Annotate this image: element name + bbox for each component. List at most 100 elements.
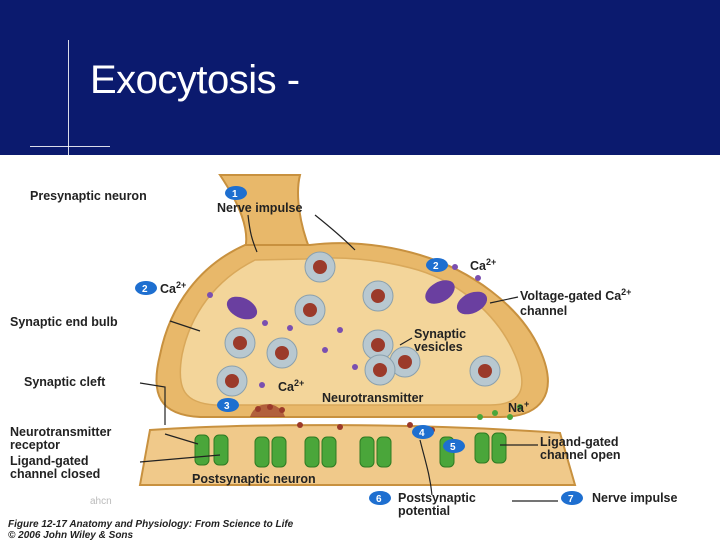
figure-copyright: © 2006 John Wiley & Sons [8,530,134,540]
na-dot [517,404,523,410]
slide-title: Exocytosis - [90,58,300,102]
leader-lg-closed [139,454,221,463]
voltage-gated-channel [425,280,455,304]
neurotransmitter-receptor [213,434,229,466]
ca-dot [287,325,293,331]
step-badge [412,425,434,439]
na-dot [492,410,498,416]
figure-caption: Figure 12-17 Anatomy and Physiology: Fro… [8,519,294,530]
neurotransmitter-dot [373,363,387,377]
neurotransmitter-receptor [321,436,337,468]
na-dot [507,414,513,420]
step-number: 5 [450,442,456,453]
neurotransmitter-receptor [271,436,287,468]
label-na: Na+ [508,399,529,415]
label-lg-open-2: channel open [540,448,621,462]
label-synaptic-vesicles-2: vesicles [414,340,463,354]
step-number: 1 [232,189,238,200]
label-synaptic-vesicles-1: Synaptic [414,327,466,341]
label-postsynaptic-potential-2: potential [398,504,450,518]
decorative-vertical-line [68,40,69,158]
neurotransmitter-dot [275,346,289,360]
ca-dot [207,292,213,298]
neurotransmitter-dot [279,407,285,413]
ca-dot [352,364,358,370]
sodium-ions [477,404,523,420]
label-voltage-gated-1: Voltage-gated Ca2+ [520,287,631,303]
diagram-area: 1 2 2 3 4 5 6 7 Presynaptic neuron Nerve… [0,155,720,541]
step-number: 3 [224,401,230,412]
label-ca-vesicle: Ca2+ [278,378,304,394]
neurotransmitter-dot [303,303,317,317]
voltage-gated-channel [456,291,488,315]
label-ca-right: Ca2+ [470,257,496,273]
label-postsynaptic-potential-1: Postsynaptic [398,491,476,505]
ca-dot [262,320,268,326]
ca-dot [259,382,265,388]
watermark-text: ahcn [90,496,112,507]
step-badges: 1 2 2 3 4 5 6 7 [135,186,583,505]
label-nerve-impulse-7: Nerve impulse [592,491,678,505]
neurotransmitter-receptor [359,436,375,468]
step-number: 6 [376,494,382,505]
label-lg-closed-2: channel closed [10,467,100,481]
neurotransmitter-dot [297,422,303,428]
label-synaptic-cleft: Synaptic cleft [24,375,106,389]
neurotransmitter-dot [371,289,385,303]
step-badge [369,491,391,505]
leader-voltage-gated [489,296,519,304]
leader-lines [139,214,558,502]
step-number: 4 [419,428,425,439]
arrow-nerve-impulse [247,214,258,253]
neurotransmitter-receptor [474,432,490,464]
neurotransmitter-receptor [304,436,320,468]
neurotransmitter-dot [337,424,343,430]
label-presynaptic-neuron: Presynaptic neuron [30,189,147,203]
neurotransmitter-dot [233,336,247,350]
na-dot [477,414,483,420]
voltage-gated-channel [226,296,258,320]
label-ca-left: Ca2+ [160,280,186,296]
step-badge [225,186,247,200]
step-badge [561,491,583,505]
neurotransmitter-dot [255,406,261,412]
step-number: 2 [142,284,148,295]
step-badge [217,398,239,412]
leader-nt-receptor [164,433,199,445]
arrow-postsynaptic [419,439,433,496]
label-nt-receptor-1: Neurotransmitter [10,425,112,439]
receptor-row [194,432,507,468]
step-badge [443,439,465,453]
neurotransmitter-dot [478,364,492,378]
label-lg-open-1: Ligand-gated [540,435,618,449]
neurotransmitter-receptor [376,436,392,468]
label-postsynaptic-neuron: Postsynaptic neuron [192,472,316,486]
slide-header: Exocytosis - [0,0,720,158]
neurotransmitter-dot [267,404,273,410]
neurotransmitter-dot [313,260,327,274]
neurotransmitter-dot [398,355,412,369]
vesicle-contents [225,260,492,388]
leader-end-bulb [169,320,201,332]
neurotransmitter-dot [225,374,239,388]
neurotransmitter-receptor [254,436,270,468]
neurotransmitter-dot [371,338,385,352]
label-nerve-impulse-1: Nerve impulse [217,201,303,215]
leader-vesicles [399,337,413,346]
step-number: 7 [568,494,574,505]
step-number: 2 [433,261,439,272]
leader-cleft [139,382,166,425]
neurotransmitter-dot [407,422,413,428]
label-neurotransmitter: Neurotransmitter [322,391,424,405]
arrow-nerve-impulse-2 [314,214,356,251]
step-badge [426,258,448,272]
decorative-horizontal-line [30,146,110,147]
exocytosis-diagram: 1 2 2 3 4 5 6 7 Presynaptic neuron Nerve… [8,174,678,541]
ca-dot [322,347,328,353]
ca-dot [475,275,481,281]
label-voltage-gated-2: channel [520,304,567,318]
neurotransmitter-receptor [491,432,507,464]
ca-dot [452,264,458,270]
label-nt-receptor-2: receptor [10,438,60,452]
ca-dot [337,327,343,333]
